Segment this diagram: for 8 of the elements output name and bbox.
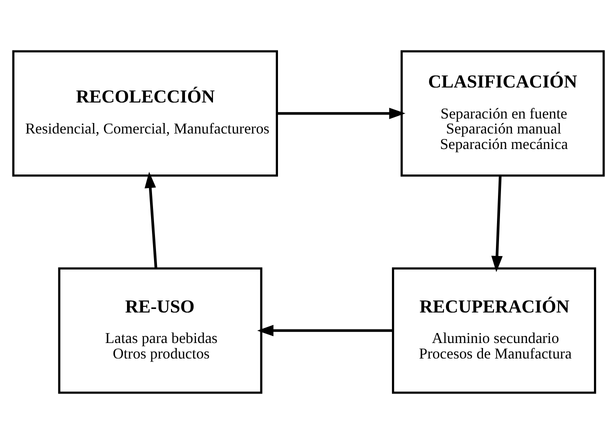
node-box: RECOLECCIÓN Residencial, Comercial, Manufactureros bbox=[12, 50, 278, 176]
arrow bbox=[256, 324, 392, 336]
node-box: CLASIFICACIÓN Separación en fuente Separación manual Separación mecánica bbox=[400, 50, 604, 176]
node-box: RE-USO Latas para bebidas Otros productos bbox=[58, 266, 262, 394]
arrow bbox=[276, 107, 405, 119]
node-box: RECUPERACIÓN Aluminio secundario Procesos de Manufactura bbox=[391, 266, 596, 394]
arrow bbox=[144, 171, 157, 268]
arrow bbox=[490, 175, 502, 272]
